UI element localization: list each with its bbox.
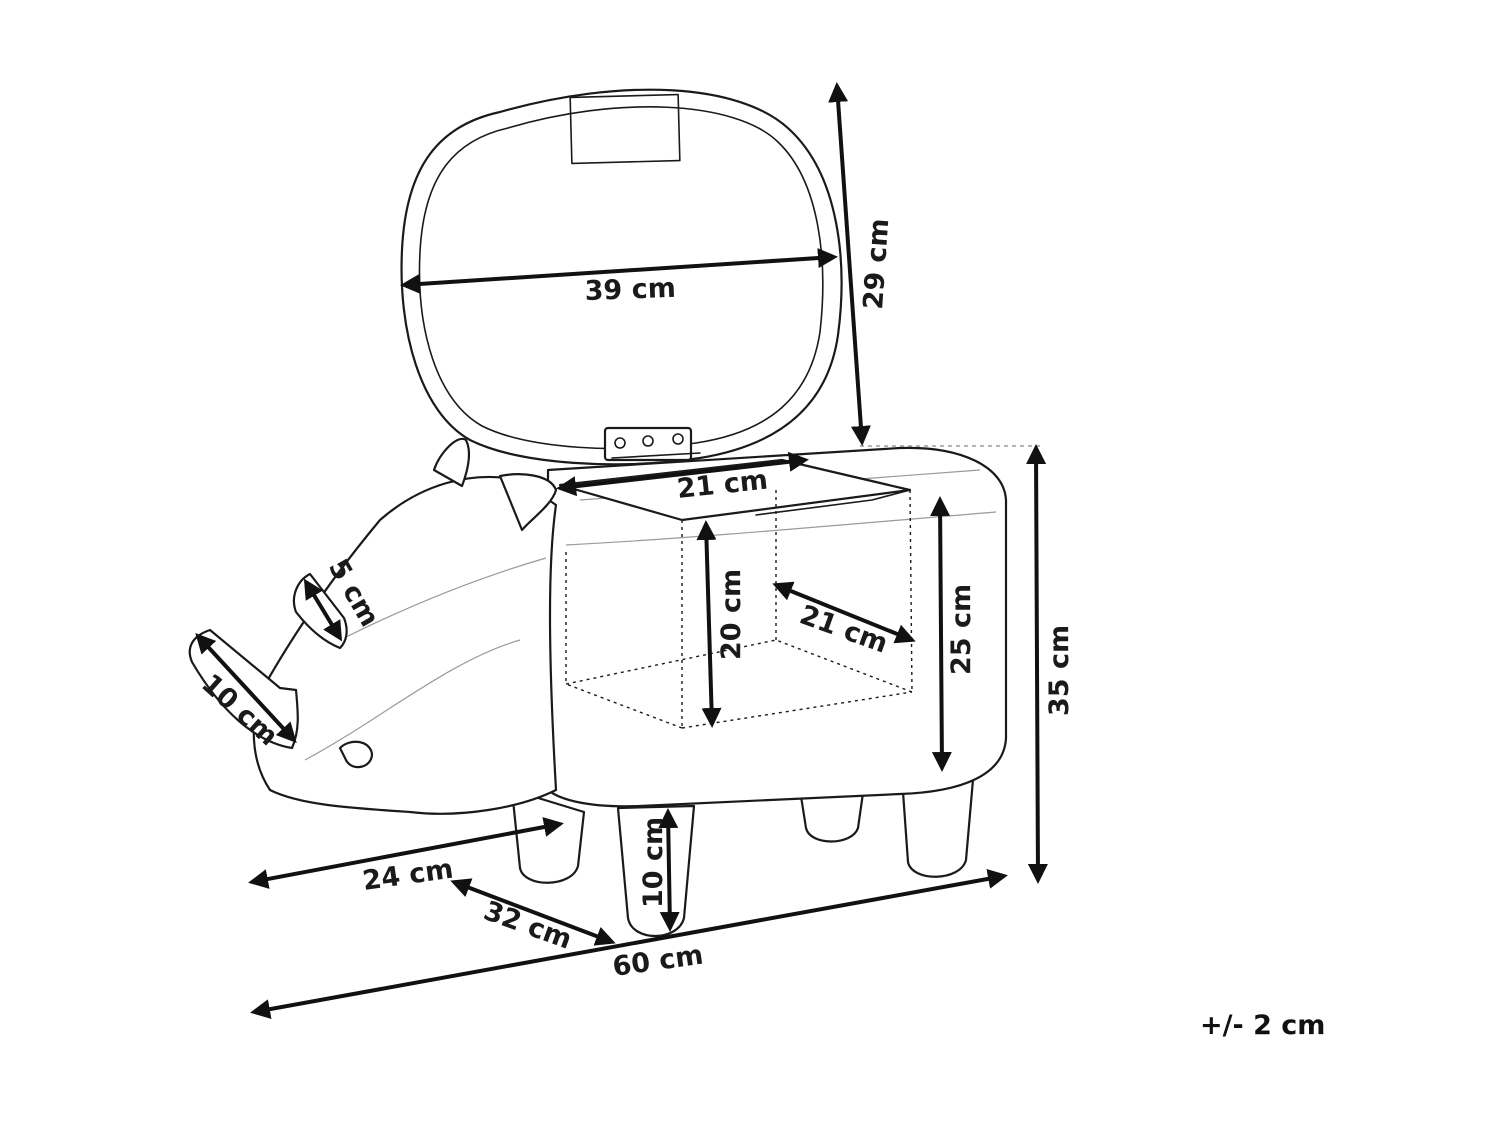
depth-label: 32 cm [480,895,576,955]
rhino-body [188,437,1008,938]
dimension-arrows [195,82,1048,1019]
compartment-depth-arrow [772,581,916,644]
ear-right [498,473,558,532]
leg-front-left [510,788,586,884]
compartment-height-label: 20 cm [716,569,747,660]
seat-height-arrow [930,496,952,772]
lid-label-patch [569,93,681,165]
eye [338,740,374,769]
total-height-label: 35 cm [1044,625,1075,716]
tolerance-note: +/- 2 cm [1200,1010,1326,1041]
seat-height-label: 25 cm [946,584,977,675]
horn-large-arrow [195,633,297,743]
lid-width-arrow [400,248,838,294]
horn-small-arrow [303,578,343,642]
compartment-height-arrow [696,520,722,728]
lid-height-label: 29 cm [858,217,895,310]
ear-left [432,437,471,488]
total-length-arrow [250,869,1008,1019]
lid-width-label: 39 cm [584,273,676,307]
head [252,475,558,815]
lid-hinge [603,426,701,462]
total-height-arrow [1026,444,1048,884]
leg-height-label: 10 cm [638,817,669,908]
compartment-width-arrow [556,451,809,497]
lid-height-arrow [828,82,871,446]
leg-back-left [798,784,866,843]
